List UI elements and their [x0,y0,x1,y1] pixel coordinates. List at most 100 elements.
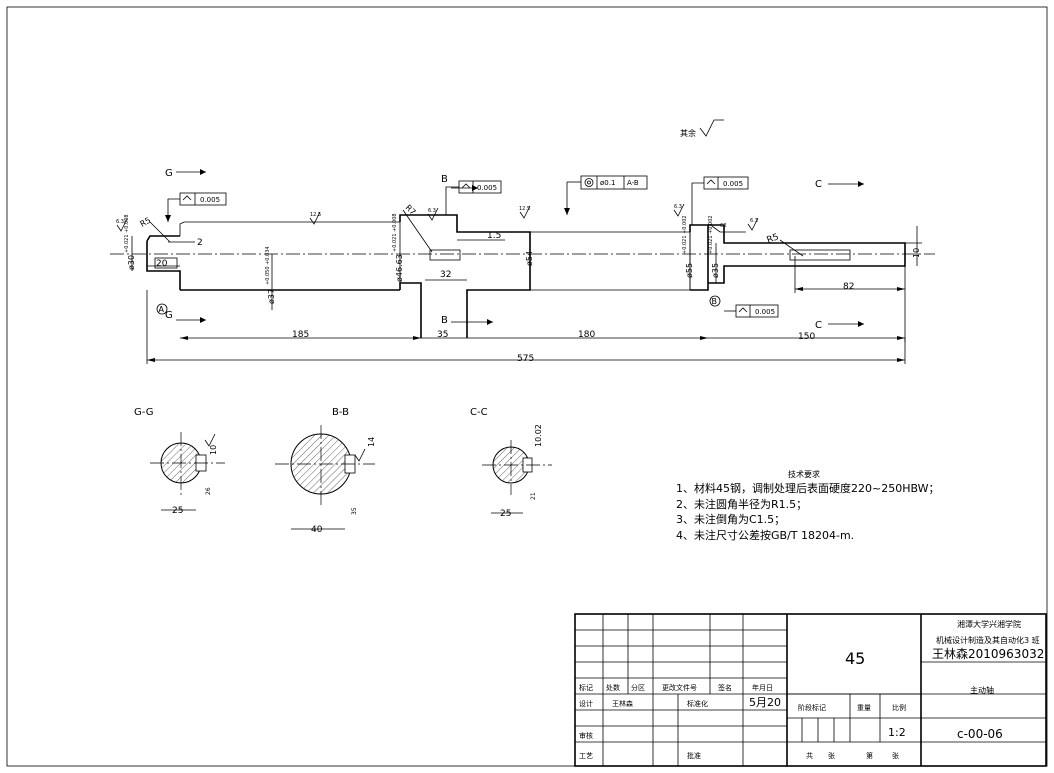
section-bb-keyway: 14 [367,437,376,447]
row-sheets: 张 [828,751,835,760]
runout-frame-left: 0.005 [165,192,227,222]
section-cc-keyway: 10.02 [534,424,543,447]
row-design: 设计 [579,699,593,708]
section-marker-b: B B [441,174,493,326]
keyway-middle [429,249,461,261]
dia-phi35: ø35 [711,263,720,278]
dia-phi46: ø46.63 [395,254,404,282]
section-c-label-bottom: C [815,320,822,331]
scale-label: 比例 [892,703,906,712]
datum-a-label: A [159,305,165,314]
drawing-number: c-00-06 [957,727,1003,741]
section-bb-width: 40 [311,525,323,535]
keyway-left [154,257,178,269]
tech-req-title: 技术要求 [788,469,820,479]
row-design-date: 5月20 [749,696,781,709]
tech-req-item-4: 4、未注尺寸公差按GB/T 18204-m. [676,528,854,542]
row-page: 张 [892,751,899,760]
general-roughness-note: 其余 [680,119,724,138]
row-standardize: 标准化 [687,699,708,708]
dia-phi35-tol: +0.021 +0.002 [708,215,714,254]
section-gg-keyway: 10 [209,445,218,455]
row-designer: 王林森 [612,699,633,708]
roughness-label: 12.5 [519,206,530,212]
section-g-label-top: G [165,168,173,179]
weight-label: 重量 [857,704,871,712]
header-date: 年月日 [752,683,773,692]
dim-180: 180 [578,330,595,340]
section-gg-title: G-G [134,407,153,418]
dia-phi55: ø55 [685,263,694,278]
title-block: 45 湘潭大学兴湘学院 机械设计制造及其自动化3 班 王林森2010963032… [574,613,1047,767]
section-cc-title: C-C [470,407,488,418]
roughness-label: 6.3 [428,208,436,214]
runout-value: 0.005 [200,196,220,204]
radius-labels: R5 R7 R5 C2 [139,203,804,257]
dim-1-5: 1.5 [487,231,501,241]
section-b-label-bottom: B [441,315,448,326]
dia-phi30-tol: +0.021 +0.008 [124,214,130,253]
dia-phi54: ø54 [525,251,534,266]
header-change-doc: 更改文件号 [662,683,697,692]
runout-value: 0.005 [477,184,497,192]
position-frame: ø0.1 A-B [564,175,648,215]
section-c-label-top: C [815,179,822,190]
section-cc-depth: 21 [530,492,537,500]
position-value: ø0.1 [600,179,615,187]
datum-a: A [156,303,168,315]
runout-icon [706,179,716,185]
datum-b: B [709,295,721,307]
dim-575: 575 [517,354,534,364]
dim-10: 10 [912,248,921,258]
school-name: 湘潭大学兴湘学院 [957,619,1021,629]
section-gg-depth: 26 [205,487,212,495]
runout-frame-bottom: 0.005 [724,304,779,318]
radius-r5-right: R5 [766,232,781,245]
row-total: 共 [806,751,813,760]
section-b-label-top: B [441,174,448,185]
dim-2: 2 [197,238,203,248]
header-zone: 分区 [631,683,645,692]
header-mark: 标记 [579,683,593,692]
section-g-label-bottom: G [165,310,173,321]
dim-82: 82 [843,282,854,292]
row-approve: 批准 [687,751,701,760]
stage-label: 阶段标记 [798,703,826,712]
header-sign: 签名 [718,683,732,692]
dim-32: 32 [440,270,451,280]
dia-phi30: ø30 [127,255,136,270]
dia-phi55-tol: +0.021 +0.002 [682,215,688,254]
dia-phi37-tol: +0.050 +0.034 [265,246,271,285]
material-value: 45 [845,649,865,668]
section-view-gg: G-G 25 10 26 [134,407,225,516]
dim-150: 150 [798,332,815,342]
dim-185: 185 [292,330,309,340]
general-roughness-label: 其余 [680,128,696,138]
section-view-cc: C-C 25 10.02 21 [470,407,552,519]
diameter-dimensions: ø30 +0.021 +0.008 ø37 +0.050 +0.034 ø46.… [124,213,720,310]
roughness-label: 6.3 [116,219,124,225]
dia-phi46-tol: +0.021 +0.008 [392,213,398,252]
dim-20: 20 [156,259,168,269]
technical-requirements: 技术要求 1、材料45钢，调制处理后表面硬度220~250HBW； 2、未注圆角… [676,469,940,542]
datum-b-label: B [712,297,718,306]
position-icon [584,178,594,187]
runout-value: 0.005 [723,180,743,188]
header-count: 处数 [606,683,620,692]
section-view-bb: B-B 40 14 35 [275,407,376,535]
roughness-label: 6.3 [674,204,682,210]
section-marker-c: C C [815,179,864,331]
length-dimensions: 20 2 185 35 180 150 575 32 1.5 [146,226,922,364]
keyway-right [789,249,851,261]
row-process: 工艺 [579,752,593,760]
chamfer-c2: C2 [720,223,727,229]
scale-value: 1:2 [888,726,906,739]
runout-frame-right: 0.005 [691,176,749,225]
section-marker-g: G G [165,168,206,323]
roughness-symbol-icon [699,119,724,137]
dia-phi37: ø37 [267,289,276,304]
runout-icon [738,307,748,313]
student-line: 王林森2010963032 [932,646,1044,661]
shaft-profile [146,214,906,338]
